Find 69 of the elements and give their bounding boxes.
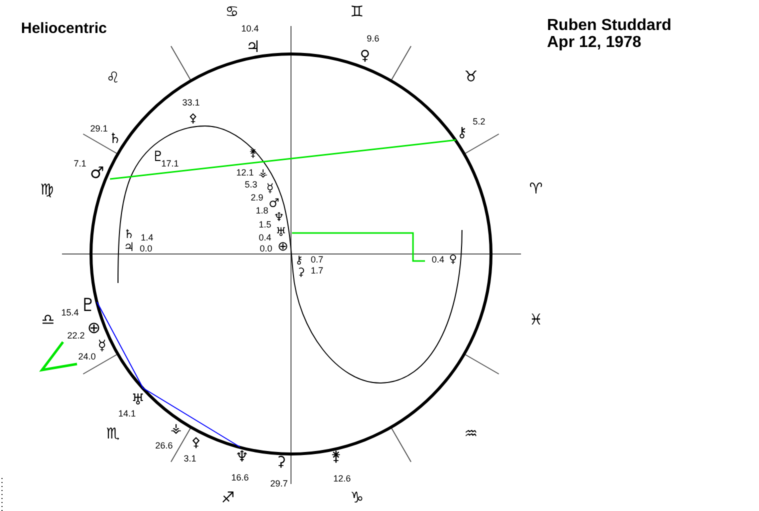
planet-glyph: ♅ bbox=[276, 226, 286, 238]
degree-label: 2.9 bbox=[250, 194, 264, 202]
planet-glyph: ⚵ bbox=[330, 450, 342, 464]
degree-label: 0.0 bbox=[260, 244, 272, 254]
degree-label: 7.1 bbox=[74, 160, 86, 168]
zodiac-sign-glyph: ♌ bbox=[106, 70, 120, 86]
planet-glyph: ⚴ bbox=[188, 112, 198, 124]
degree-label: 0.0 bbox=[140, 244, 152, 254]
degree-label: 10.4 bbox=[241, 24, 259, 34]
degree-label: 12.1 bbox=[236, 168, 254, 178]
planet-glyph: ⚷ bbox=[294, 254, 304, 266]
degree-label: 1.5 bbox=[258, 220, 272, 230]
zodiac-sign-glyph: ♊ bbox=[350, 4, 364, 20]
planet-glyph: ♀ bbox=[448, 254, 458, 264]
planet-glyph: ♆ bbox=[274, 211, 284, 223]
planet-glyph: ♅ bbox=[131, 392, 145, 408]
zodiac-sign-glyph: ♋ bbox=[225, 4, 239, 20]
degree-label: 9.6 bbox=[366, 34, 380, 44]
degree-label: 0.4 bbox=[258, 234, 272, 242]
person-name: Ruben Studdard bbox=[547, 18, 672, 34]
planet-glyph: ⚳ bbox=[296, 266, 306, 278]
degree-label: 1.4 bbox=[140, 234, 154, 242]
birth-date: Apr 12, 1978 bbox=[547, 35, 642, 51]
planet-glyph: ♃ bbox=[124, 241, 134, 253]
planet-glyph: ⚷ bbox=[456, 126, 468, 140]
degree-label: 29.1 bbox=[90, 124, 108, 134]
planet-glyph: ☿ bbox=[266, 182, 274, 194]
degree-label: 22.2 bbox=[67, 332, 85, 340]
degree-label: 14.1 bbox=[118, 410, 136, 418]
degree-label: 5.2 bbox=[472, 118, 486, 126]
planet-glyph: ♂ bbox=[268, 197, 280, 209]
degree-label: 0.7 bbox=[310, 256, 324, 264]
planet-glyph: ☿ bbox=[98, 339, 106, 353]
degree-label: 29.7 bbox=[270, 480, 288, 488]
planet-glyph: ⚶ bbox=[258, 168, 268, 178]
zodiac-sign-glyph: ♑ bbox=[350, 490, 364, 506]
chart-title: Heliocentric bbox=[21, 21, 107, 36]
planet-glyph: ⚶ bbox=[170, 422, 182, 436]
planet-glyph: ♄ bbox=[124, 228, 134, 240]
planet-glyph: ♃ bbox=[246, 39, 260, 55]
zodiac-sign-glyph: ♒ bbox=[464, 426, 478, 442]
zodiac-sign-glyph: ♍ bbox=[40, 182, 54, 198]
degree-label: 26.6 bbox=[155, 442, 173, 450]
degree-label: 0.4 bbox=[432, 256, 444, 264]
degree-label: 1.8 bbox=[256, 206, 268, 216]
planet-glyph: ♂ bbox=[90, 165, 104, 181]
degree-label: 5.3 bbox=[244, 180, 258, 190]
zodiac-sign-glyph: ♓ bbox=[529, 312, 543, 328]
zodiac-sign-glyph: ♐ bbox=[221, 490, 235, 506]
degree-label: 15.4 bbox=[61, 308, 79, 318]
degree-label: 16.6 bbox=[231, 474, 249, 482]
zodiac-sign-glyph: ♉ bbox=[464, 70, 478, 84]
degree-label: 12.6 bbox=[333, 474, 351, 484]
zodiac-sign-glyph: ♈ bbox=[529, 182, 543, 196]
planet-glyph: ⊕ bbox=[278, 240, 288, 254]
degree-label: 17.1 bbox=[161, 160, 179, 168]
zodiac-sign-glyph: ♎ bbox=[41, 312, 55, 328]
planet-glyph: ⊕ bbox=[87, 320, 101, 336]
degree-label: 3.1 bbox=[184, 454, 196, 464]
degree-label: 33.1 bbox=[182, 98, 200, 108]
planet-glyph: ♀ bbox=[360, 49, 370, 63]
planet-glyph: ⚳ bbox=[276, 455, 286, 469]
planet-glyph: ♆ bbox=[235, 450, 249, 464]
planet-glyph: ⚴ bbox=[191, 436, 201, 450]
planet-glyph: ♄ bbox=[108, 132, 122, 146]
zodiac-sign-glyph: ♏ bbox=[106, 426, 120, 442]
degree-label: 24.0 bbox=[78, 352, 96, 362]
degree-label: 1.7 bbox=[310, 266, 324, 276]
planet-glyph: ♇ bbox=[80, 297, 96, 315]
